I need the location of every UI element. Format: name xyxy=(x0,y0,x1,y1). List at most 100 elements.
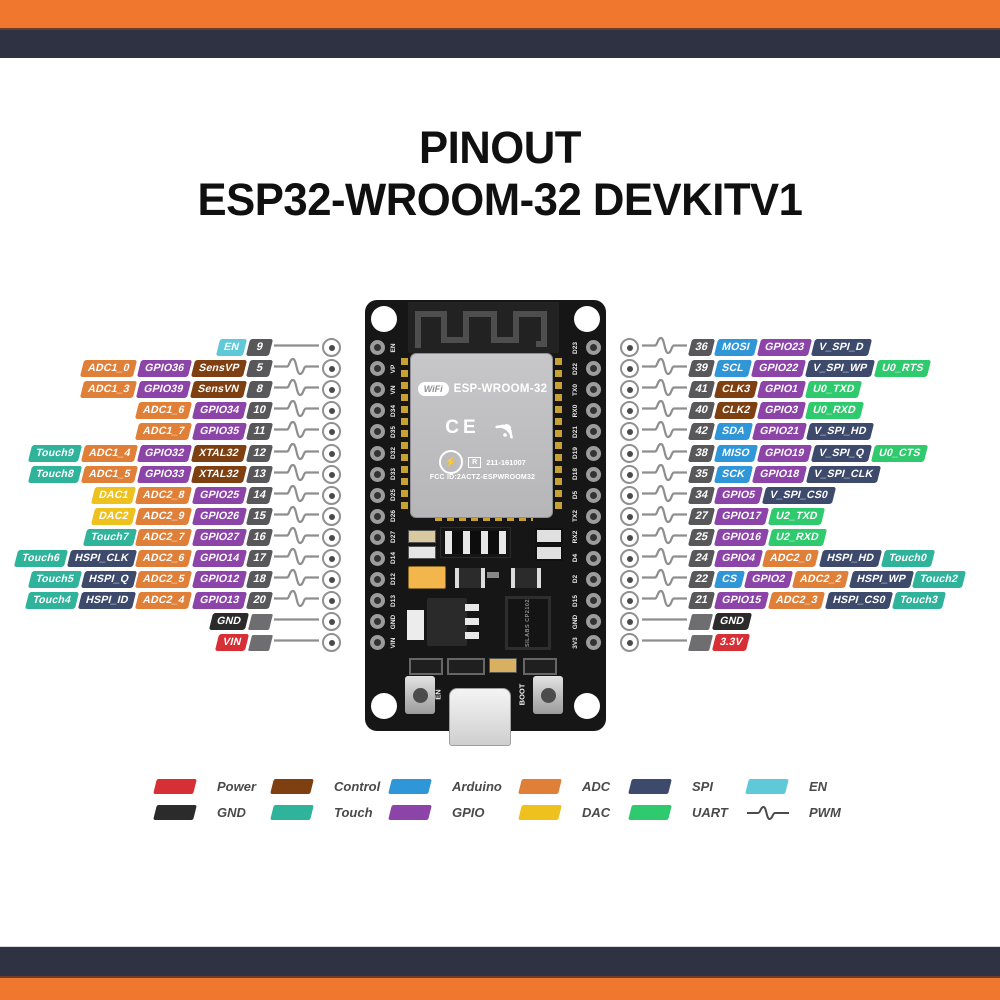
board-pin-hole-left xyxy=(369,466,385,482)
pin-hole xyxy=(620,507,639,526)
pin-hole xyxy=(322,549,341,568)
component xyxy=(409,658,443,675)
board-pin-hole-left xyxy=(369,635,385,651)
bottom-dark-bar xyxy=(0,946,1000,977)
badge-U0_RXD: U0_RXD xyxy=(805,402,865,419)
pin-number-badge: 15 xyxy=(245,508,274,525)
title-line-2: ESP32-WROOM-32 DEVKITV1 xyxy=(197,174,803,225)
legend-label-touch: Touch xyxy=(334,805,373,820)
badge-Touch9: Touch9 xyxy=(27,445,82,462)
board-pin-hole-right xyxy=(585,635,601,651)
badge-ADC2_5: ADC2_5 xyxy=(135,571,193,588)
pin-hole xyxy=(322,486,341,505)
pwm-squiggle-icon xyxy=(274,377,319,403)
badge-ADC2_0: ADC2_0 xyxy=(761,550,820,567)
legend-label-gpio: GPIO xyxy=(452,805,485,820)
badge-U0_RTS: U0_RTS xyxy=(873,360,932,377)
pin-pad xyxy=(688,634,713,651)
cert-marks-row: CE xyxy=(411,416,554,440)
legend-swatch-touch xyxy=(270,805,314,820)
board-pin-hole-right xyxy=(585,403,601,419)
pin-number-badge: 25 xyxy=(687,529,716,546)
pin-hole xyxy=(322,465,341,484)
badge-HSPI_CS0: HSPI_CS0 xyxy=(824,592,894,609)
badge-GPIO34: GPIO34 xyxy=(191,402,248,419)
badge-GPIO32: GPIO32 xyxy=(137,445,193,462)
badge-CS: CS xyxy=(713,571,746,588)
capacitor xyxy=(408,566,446,589)
wire-icon xyxy=(274,335,319,361)
badge-ADC1_7: ADC1_7 xyxy=(135,423,193,440)
badge-HSPI_CLK: HSPI_CLK xyxy=(66,550,137,567)
component xyxy=(535,528,563,544)
badge-GPIO18: GPIO18 xyxy=(751,466,808,483)
badge-V_SPI_CS0: V_SPI_CS0 xyxy=(761,487,837,504)
pwm-squiggle-icon xyxy=(274,441,319,467)
badge-Touch0: Touch0 xyxy=(880,550,935,567)
pin-number-badge: 12 xyxy=(245,445,274,462)
antenna-area xyxy=(408,302,559,353)
legend-pwm-icon xyxy=(747,805,789,826)
component xyxy=(511,568,541,588)
legend-label-spi: SPI xyxy=(692,779,713,794)
top-dark-bar xyxy=(0,28,1000,58)
badge-ADC2_9: ADC2_9 xyxy=(135,508,193,525)
badge-U2_RXD: U2_RXD xyxy=(768,529,827,546)
badge-GPIO35: GPIO35 xyxy=(191,423,248,440)
badge-GPIO16: GPIO16 xyxy=(713,529,770,546)
badge-SCL: SCL xyxy=(713,360,752,377)
component xyxy=(523,658,557,675)
component xyxy=(535,545,563,561)
legend-label-en: EN xyxy=(809,779,828,794)
pin-hole xyxy=(620,359,639,378)
pwm-squiggle-icon xyxy=(274,567,319,593)
pwm-squiggle-icon xyxy=(274,462,319,488)
badge-ADC2_8: ADC2_8 xyxy=(135,487,193,504)
component xyxy=(489,658,517,673)
badge-SensVP: SensVP xyxy=(190,360,248,377)
title-line-1: PINOUT xyxy=(418,122,581,173)
pin-number-badge: 17 xyxy=(245,550,274,567)
legend-swatch-adc xyxy=(518,779,562,794)
board-pin-hole-left xyxy=(369,550,385,566)
module-name-row: WiFi ESP-WROOM-32 xyxy=(411,382,554,396)
pin-hole xyxy=(322,612,341,631)
pin-hole xyxy=(322,359,341,378)
badge-GPIO1: GPIO1 xyxy=(757,381,807,398)
board-pin-hole-right xyxy=(585,424,601,440)
board-pin-hole-left xyxy=(369,508,385,524)
board-pin-hole-left xyxy=(369,424,385,440)
legend-label-uart: UART xyxy=(692,805,728,820)
pin-row-right-GND: GND xyxy=(620,611,1000,632)
badge-GPIO5: GPIO5 xyxy=(713,487,764,504)
board-pin-hole-right xyxy=(585,466,601,482)
board-pin-hole-left xyxy=(369,445,385,461)
silkscreen-label: VIN xyxy=(390,637,397,649)
board-pin-hole-right xyxy=(585,361,601,377)
badge-Touch3: Touch3 xyxy=(891,592,946,609)
legend-swatch-arduino xyxy=(388,779,432,794)
badge-Touch2: Touch2 xyxy=(912,571,967,588)
badge-GPIO39: GPIO39 xyxy=(135,381,192,398)
wire-icon xyxy=(642,630,687,656)
badge-CLK3: CLK3 xyxy=(713,381,759,398)
pwm-squiggle-icon xyxy=(642,546,687,572)
legend-label-arduino: Arduino xyxy=(452,779,502,794)
pin-hole xyxy=(620,338,639,357)
badge-V_SPI_WP: V_SPI_WP xyxy=(804,360,875,377)
badge-Touch7: Touch7 xyxy=(82,529,137,546)
badge-GPIO26: GPIO26 xyxy=(191,508,248,525)
pwm-squiggle-icon xyxy=(642,335,687,361)
voltage-regulator xyxy=(427,598,467,646)
badge-GPIO2: GPIO2 xyxy=(743,571,794,588)
fcc-row: FCC ID:2ACTZ-ESPWROOM32 xyxy=(411,474,554,481)
pin-hole xyxy=(620,612,639,631)
